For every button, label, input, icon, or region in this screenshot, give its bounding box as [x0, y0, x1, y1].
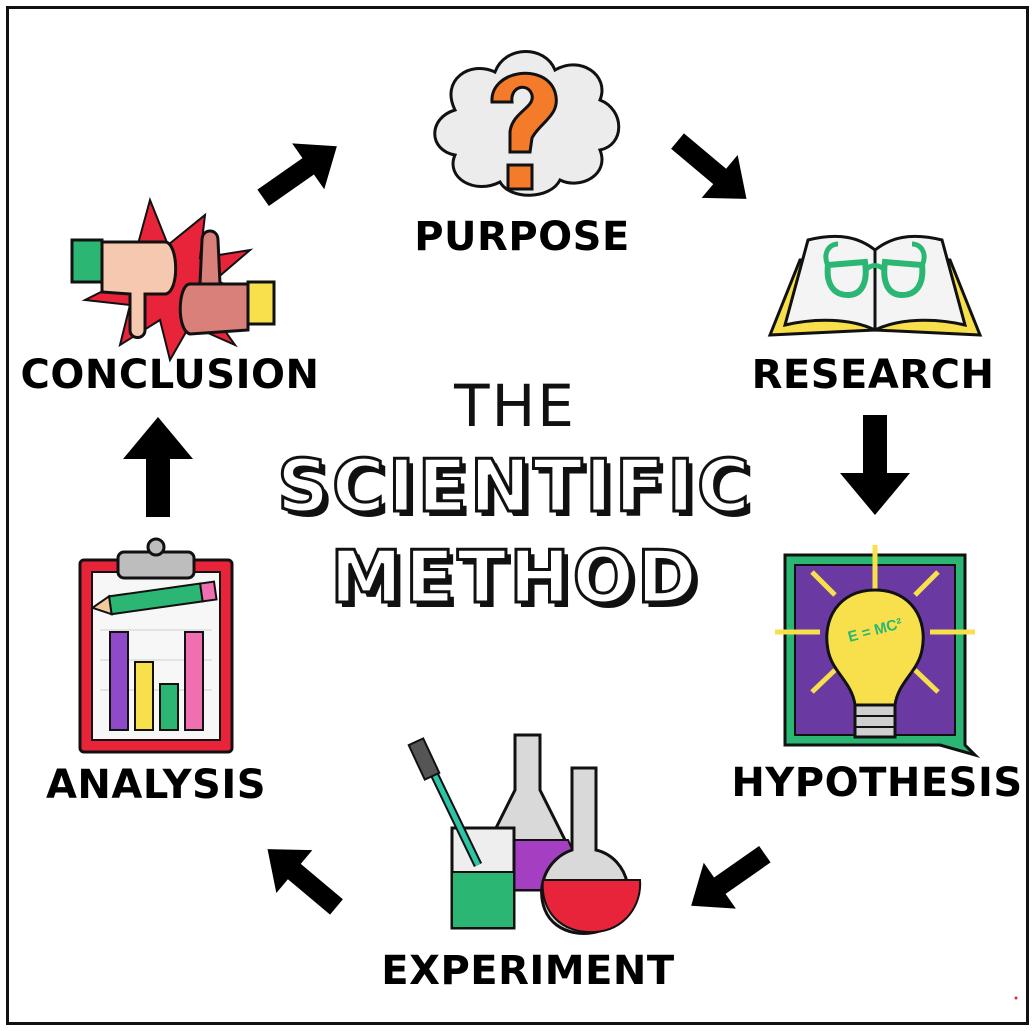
arrow-conclusion-to-purpose	[257, 143, 337, 207]
title-line-scientific: SCIENTIFIC	[276, 443, 753, 530]
arrow-purpose-to-research	[671, 133, 747, 199]
lightbulb-icon: E = MC²	[775, 545, 981, 759]
step-label-conclusion: CONCLUSION	[20, 352, 320, 398]
arrow-research-to-hypothesis	[840, 415, 910, 515]
title-line-the: THE	[454, 372, 576, 440]
arrow-hypothesis-to-experiment	[691, 845, 771, 909]
step-label-analysis: ANALYSIS	[45, 762, 267, 808]
title-line-method: METHOD	[329, 534, 700, 621]
thumbs-up-down-icon	[70, 196, 276, 363]
clipboard-chart-icon	[78, 537, 234, 754]
stray-dot	[1014, 996, 1018, 1000]
step-label-purpose: PURPOSE	[414, 214, 630, 260]
arrow-analysis-to-conclusion	[123, 417, 193, 517]
step-label-research: RESEARCH	[751, 352, 995, 398]
step-label-hypothesis: HYPOTHESIS	[731, 760, 1023, 806]
step-label-experiment: EXPERIMENT	[381, 948, 675, 994]
book-glasses-icon	[767, 234, 983, 337]
arrow-experiment-to-analysis	[267, 849, 343, 915]
lab-flasks-icon	[407, 733, 642, 935]
question-cloud-icon	[433, 50, 621, 197]
